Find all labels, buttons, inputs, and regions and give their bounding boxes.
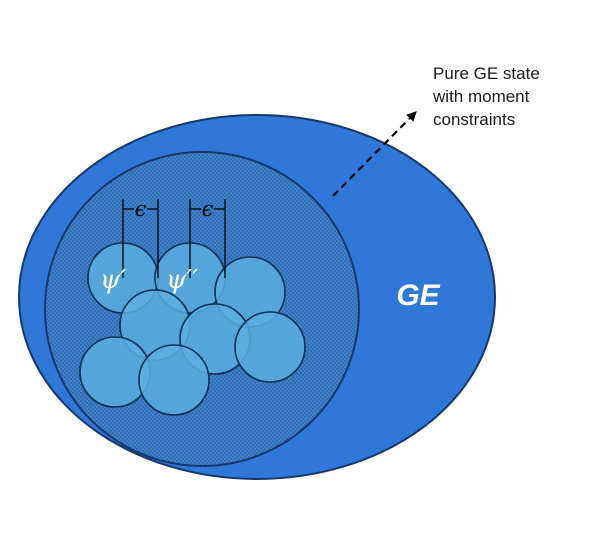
epsilon-ball <box>138 344 210 416</box>
callout-line: constraints <box>433 110 516 129</box>
epsilon-ball <box>234 311 306 383</box>
epsilon-balls <box>79 242 306 416</box>
psi-double-prime-label: ψ′′ <box>166 265 198 295</box>
callout-line: Pure GE state <box>433 64 540 83</box>
callout-line: with moment <box>433 87 530 106</box>
epsilon-bracket-right <box>189 199 226 278</box>
callout-arrow <box>332 111 417 197</box>
psi-prime-label: ψ′ <box>100 265 126 295</box>
epsilon-label-right: ϵ <box>202 197 214 221</box>
ge-label: GE <box>396 279 440 312</box>
epsilon-label-left: ϵ <box>135 197 147 221</box>
epsilon-bracket-left <box>122 199 159 278</box>
callout-text: Pure GE state with moment constraints <box>433 62 593 131</box>
